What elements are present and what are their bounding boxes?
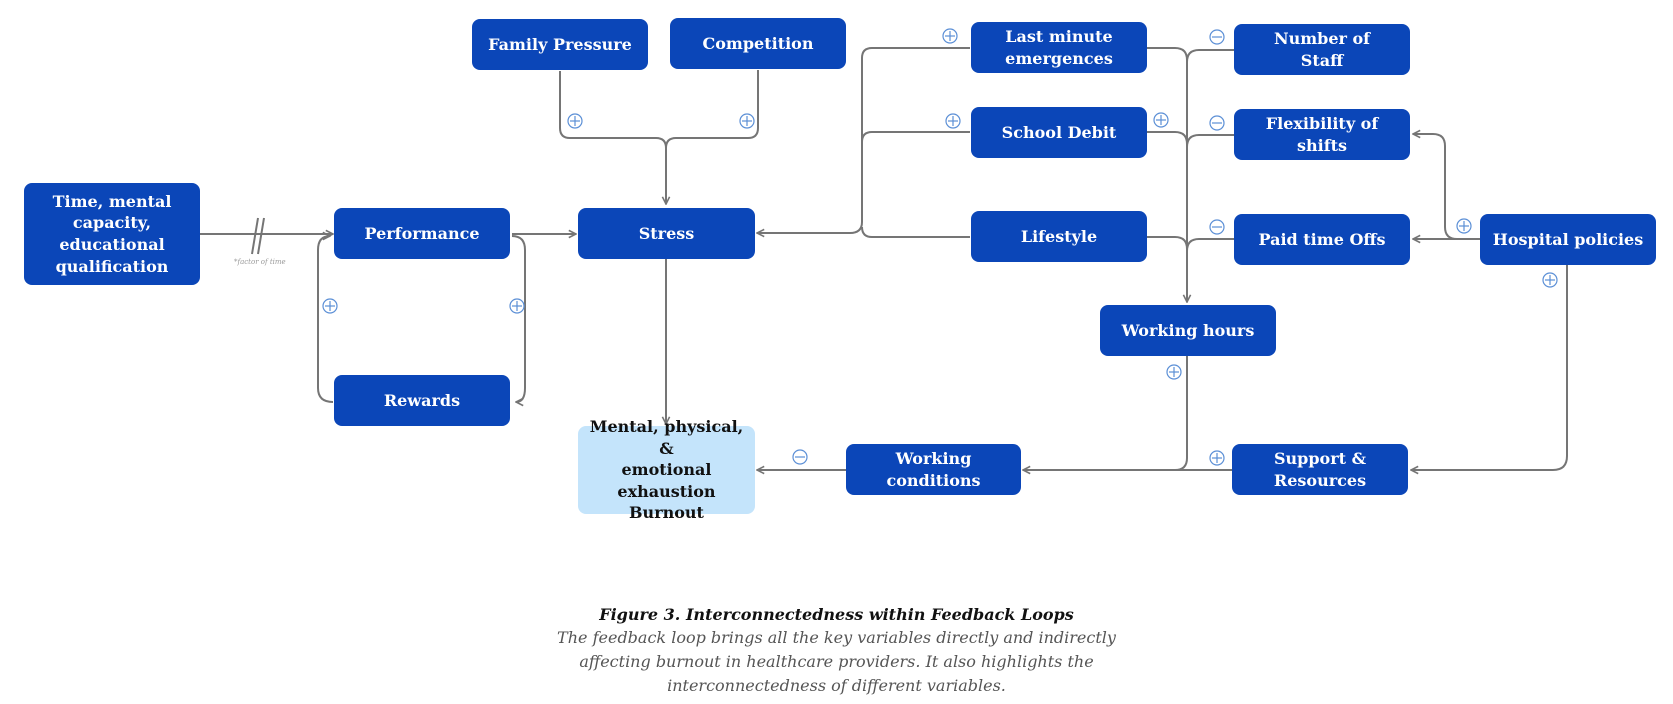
- edge-hospital-support: [1411, 264, 1568, 470]
- edge-lastminute-hours: [1147, 47, 1187, 302]
- polarity-minus-icon: [1209, 115, 1225, 131]
- node-number-of-staff: Number of Staff: [1234, 24, 1410, 75]
- polarity-plus-icon: [1209, 450, 1225, 466]
- node-flexibility-of-shifts: Flexibility of shifts: [1234, 109, 1410, 160]
- node-working-conditions: Working conditions: [846, 444, 1021, 495]
- edge-paid-hours: [1186, 238, 1234, 252]
- edge-lastminute-stress: [757, 47, 970, 233]
- node-performance: Performance: [334, 208, 510, 259]
- node-competition: Competition: [670, 18, 846, 69]
- figure-caption: Figure 3. Interconnectedness within Feed…: [0, 604, 1673, 698]
- polarity-plus-icon: [1166, 364, 1182, 380]
- figure-caption-text: The feedback loop brings all the key var…: [557, 628, 1116, 695]
- edge-competition-stress: [665, 70, 759, 149]
- node-time-capacity: Time, mental capacity, educational quali…: [24, 183, 200, 285]
- node-support-resources: Support & Resources: [1232, 444, 1408, 495]
- node-paid-time-offs: Paid time Offs: [1234, 214, 1410, 265]
- node-rewards: Rewards: [334, 375, 510, 426]
- node-last-minute-emergences: Last minute emergences: [971, 22, 1147, 73]
- polarity-plus-icon: [567, 113, 583, 129]
- polarity-plus-icon: [322, 298, 338, 314]
- polarity-minus-icon: [792, 449, 808, 465]
- node-working-hours: Working hours: [1100, 305, 1276, 356]
- polarity-plus-icon: [1542, 272, 1558, 288]
- edge-staff-hours: [1186, 49, 1234, 63]
- edge-lifestyle-hours: [1147, 236, 1188, 250]
- edge-family-stress: [559, 71, 666, 204]
- edge-schooldebit-stress: [861, 131, 970, 143]
- polarity-plus-icon: [945, 113, 961, 129]
- node-hospital-policies: Hospital policies: [1480, 214, 1656, 265]
- node-burnout: Mental, physical, & emotional exhaustion…: [578, 417, 755, 522]
- node-lifestyle: Lifestyle: [971, 211, 1147, 262]
- node-family-pressure: Family Pressure: [472, 19, 648, 70]
- polarity-plus-icon: [942, 28, 958, 44]
- polarity-plus-icon: [739, 113, 755, 129]
- polarity-minus-icon: [1209, 29, 1225, 45]
- node-school-debit: School Debit: [971, 107, 1147, 158]
- edge-lifestyle-stress: [861, 226, 970, 238]
- edge-hospital-flex: [1413, 134, 1480, 240]
- delay-mark: [251, 217, 265, 255]
- delay-note: *factor of time: [234, 258, 286, 266]
- edge-hours-conditions: [1023, 355, 1188, 470]
- polarity-minus-icon: [1209, 219, 1225, 235]
- edge-flex-hours: [1186, 134, 1234, 148]
- edge-rewards-performance: [317, 236, 334, 403]
- edge-performance-rewards: [511, 235, 526, 402]
- polarity-plus-icon: [1456, 218, 1472, 234]
- node-stress: Stress: [578, 208, 755, 259]
- polarity-plus-icon: [1153, 112, 1169, 128]
- polarity-plus-icon: [509, 298, 525, 314]
- edge-schooldebit-hours: [1147, 131, 1188, 145]
- figure-caption-title: Figure 3. Interconnectedness within Feed…: [599, 605, 1074, 624]
